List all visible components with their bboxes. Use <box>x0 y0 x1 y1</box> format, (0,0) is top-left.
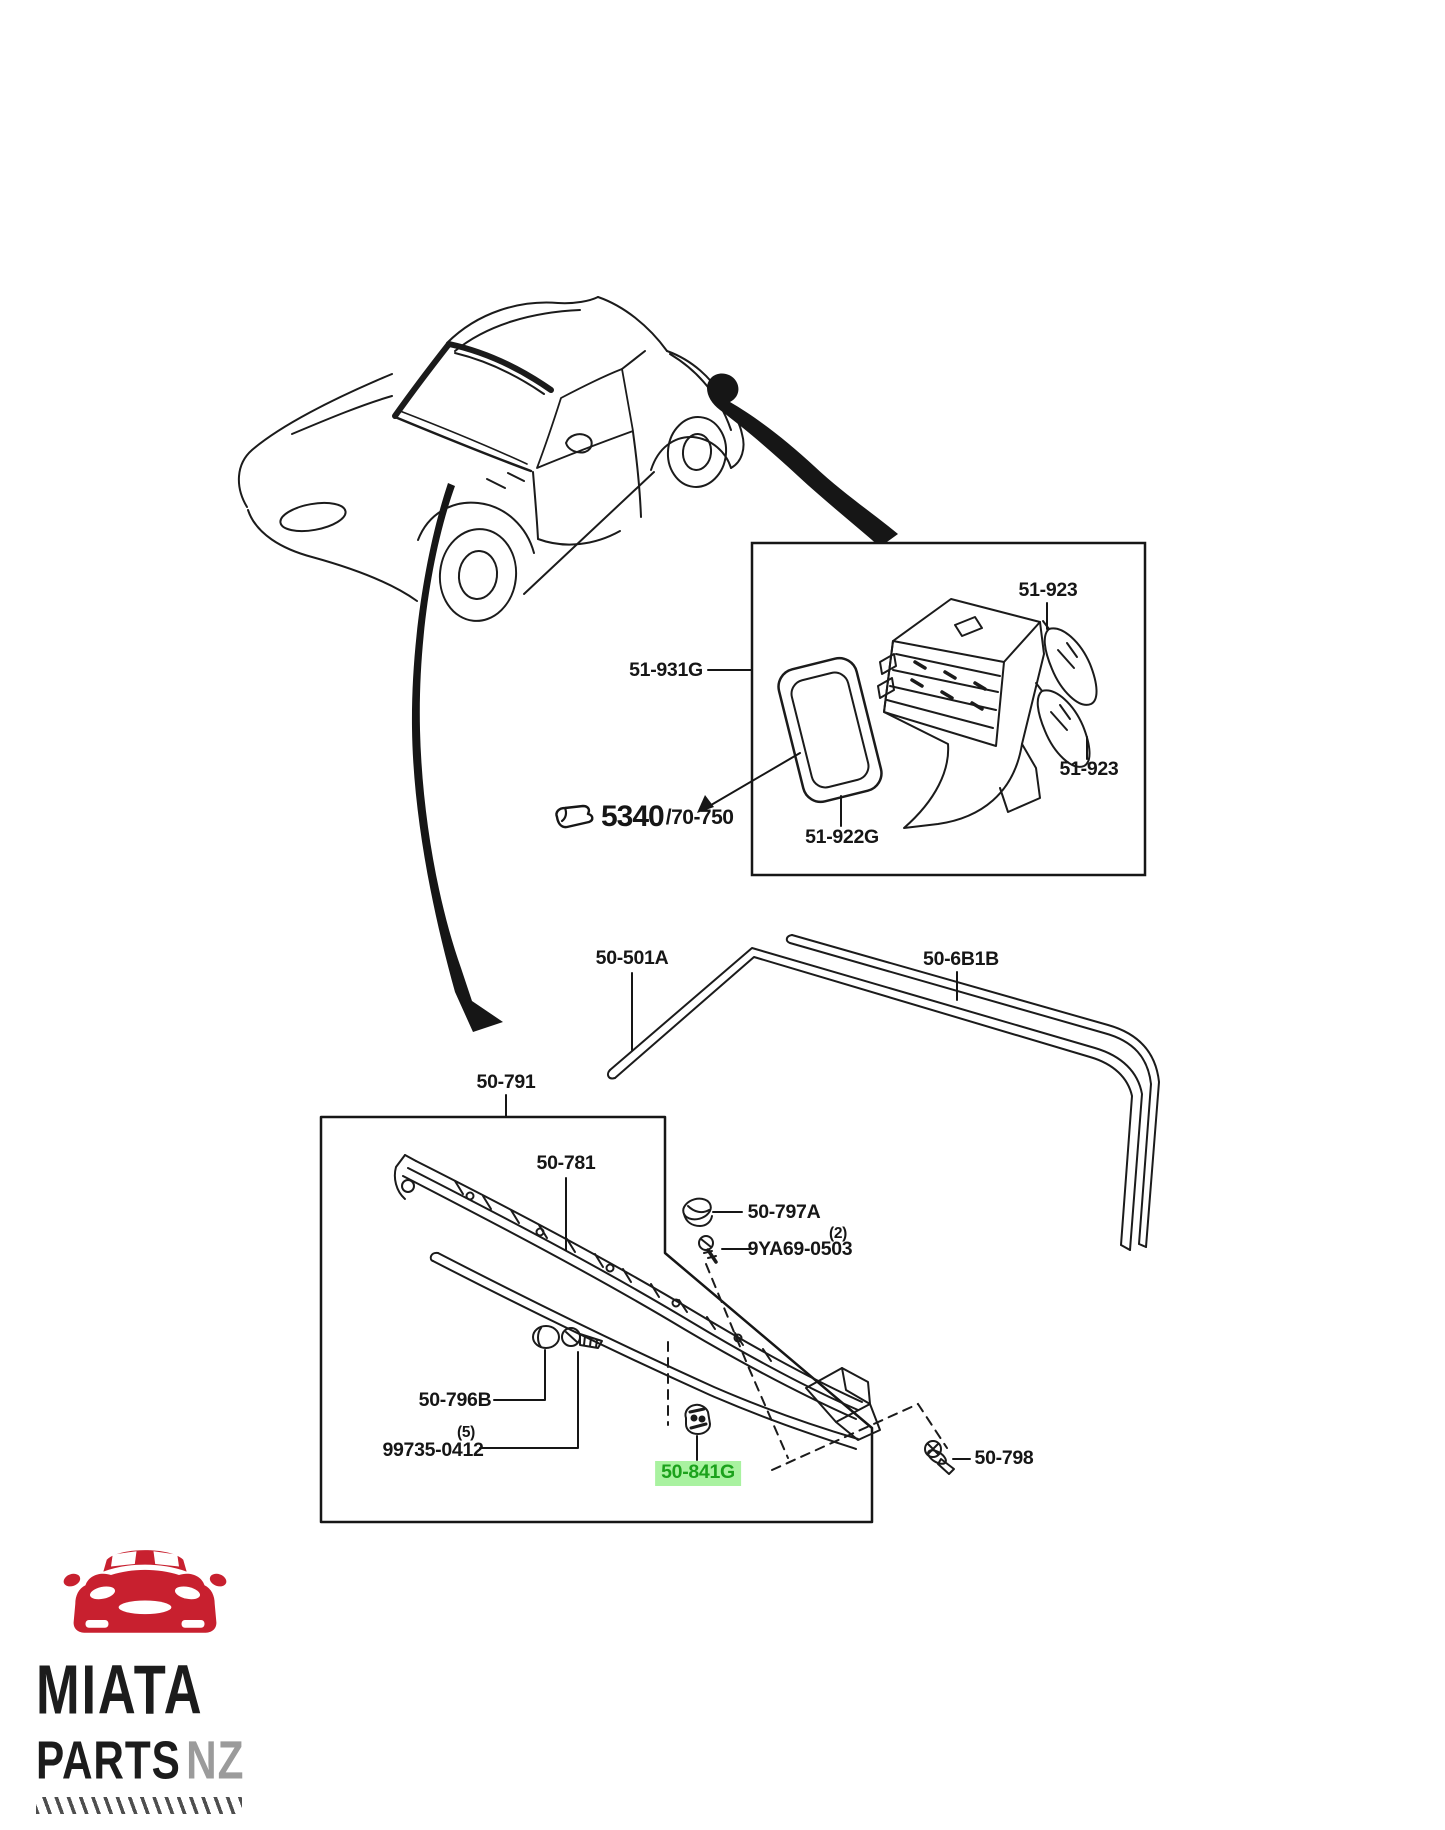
part-label-50-791: 50-791 <box>476 1071 536 1093</box>
plug-50-796B-icon <box>532 1325 560 1349</box>
vehicle-sketch <box>237 296 745 622</box>
part-label-50-841G-highlighted: 50-841G <box>655 1461 741 1486</box>
part-label-9YA69-0503: 9YA69-0503 <box>747 1238 853 1260</box>
part-label-51-931G: 51-931G <box>629 659 703 681</box>
miata-car-icon <box>63 1550 227 1633</box>
section-ref-range: /70-750 <box>665 805 734 829</box>
part-label-50-796B: 50-796B <box>418 1389 492 1411</box>
lower-parts-box <box>319 1115 874 1524</box>
part-label-50-501A: 50-501A <box>595 947 669 969</box>
cap-50-797A-icon <box>682 1197 713 1227</box>
leader-lines <box>479 602 1088 1461</box>
screw-50-798-icon <box>924 1440 955 1475</box>
part-label-51-922G: 51-922G <box>805 826 879 848</box>
screw-99735-0412-icon <box>561 1327 603 1349</box>
logo-hatch-stripes <box>36 1797 242 1814</box>
swoosh-arrow-left <box>411 483 503 1032</box>
mounting-dashed-lines <box>667 1263 948 1471</box>
vent-gasket-drawing <box>777 656 883 804</box>
logo-text-nz: NZ <box>186 1729 245 1791</box>
trim-clips-drawing <box>1035 620 1098 768</box>
section-reference-5340: 5340 /70-750 <box>552 800 734 833</box>
part-label-50-797A: 50-797A <box>747 1201 821 1223</box>
clip-50-841G-icon <box>684 1403 711 1435</box>
windshield-molding-drawing <box>606 934 1160 1251</box>
pointing-hand-icon <box>555 804 594 829</box>
logo-text-parts: PARTS <box>36 1729 181 1791</box>
part-label-50-6B1B: 50-6B1B <box>923 948 999 970</box>
logo-text-miata: MIATA <box>36 1651 204 1730</box>
quantity-label-2: (2) <box>828 1225 848 1242</box>
part-label-50-781: 50-781 <box>536 1152 596 1174</box>
part-label-99735-0412: 99735-0412 <box>382 1439 484 1461</box>
vent-assembly-drawing <box>877 598 1045 829</box>
cowl-grille-panel-drawing <box>393 1154 881 1450</box>
quantity-label-5: (5) <box>456 1424 476 1441</box>
part-label-51-923-lower: 51-923 <box>1059 758 1119 780</box>
part-label-51-923-upper: 51-923 <box>1018 579 1078 601</box>
screw-9YA69-0503-icon <box>698 1235 718 1264</box>
section-ref-number: 5340 <box>601 800 665 833</box>
part-label-50-798: 50-798 <box>974 1447 1034 1469</box>
swoosh-arrow-right <box>707 373 898 547</box>
